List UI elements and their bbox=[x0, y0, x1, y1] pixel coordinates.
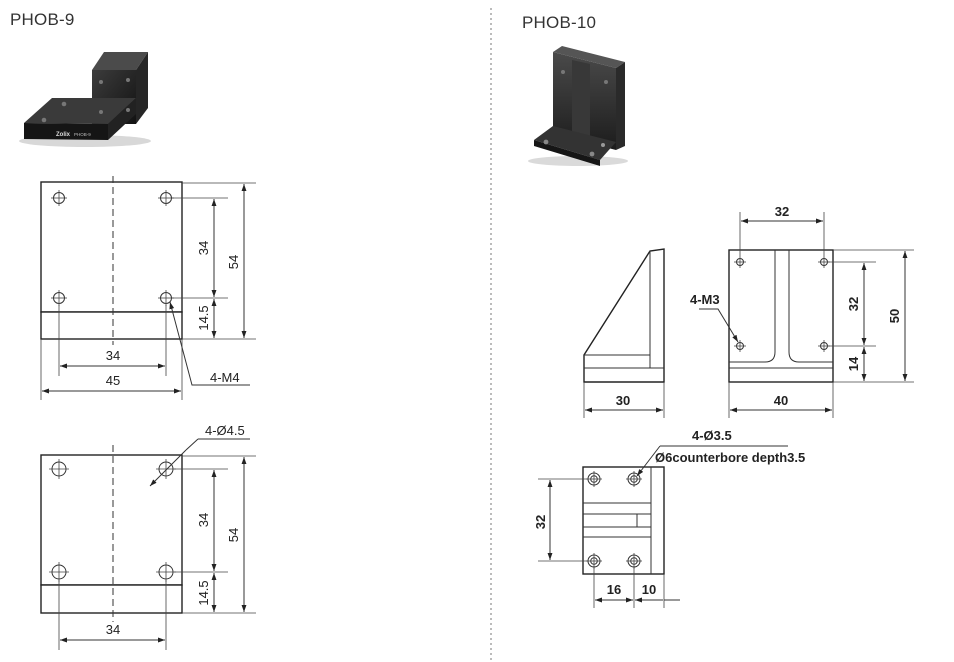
photo-brand-text: Zolix bbox=[56, 132, 71, 138]
phob-9-top-view: 34 14.5 54 34 45 4-M4 bbox=[40, 176, 256, 400]
dim-14-5: 14.5 bbox=[196, 305, 211, 330]
dim-45: 45 bbox=[106, 373, 120, 388]
phob-10-front-view: 32 4-M3 32 14 50 40 bbox=[690, 204, 914, 418]
phob-9-photo: Zolix PHOB-9 bbox=[19, 52, 151, 147]
dim-50: 50 bbox=[887, 309, 902, 323]
phob-9-title: PHOB-9 bbox=[10, 10, 75, 29]
dim-54: 54 bbox=[226, 528, 241, 542]
counterbore-hole-icon bbox=[626, 553, 642, 569]
dim-34-horizontal: 34 bbox=[106, 348, 120, 363]
through-hole-icon bbox=[156, 459, 176, 479]
photo-model-text: PHOB-9 bbox=[74, 132, 91, 137]
dim-14: 14 bbox=[846, 356, 861, 371]
dim-30: 30 bbox=[616, 393, 630, 408]
phob-9-bottom-view: 4-Ø4.5 34 14.5 54 34 bbox=[40, 423, 256, 650]
thread-hole-icon bbox=[734, 256, 746, 268]
hole-label-4-dia-3-5: 4-Ø3.5 bbox=[692, 428, 732, 443]
dim-32-vertical: 32 bbox=[846, 297, 861, 311]
phob-10-photo bbox=[528, 46, 628, 166]
hole-label-4-dia-4-5: 4-Ø4.5 bbox=[205, 423, 245, 438]
thread-label-4-m3: 4-M3 bbox=[690, 292, 720, 307]
through-hole-icon bbox=[49, 459, 69, 479]
dim-40: 40 bbox=[774, 393, 788, 408]
dim-32-vertical: 32 bbox=[533, 515, 548, 529]
thread-label-4-m4: 4-M4 bbox=[210, 370, 240, 385]
through-hole-icon bbox=[156, 562, 176, 582]
counterbore-hole-icon bbox=[626, 471, 642, 487]
thread-hole-icon bbox=[158, 190, 174, 206]
dim-34-vertical: 34 bbox=[196, 513, 211, 527]
dim-54: 54 bbox=[226, 255, 241, 269]
thread-hole-icon bbox=[51, 190, 67, 206]
thread-hole-icon bbox=[734, 340, 746, 352]
dim-34-vertical: 34 bbox=[196, 241, 211, 255]
dim-10: 10 bbox=[642, 582, 656, 597]
thread-hole-icon bbox=[51, 290, 67, 306]
dim-32-top: 32 bbox=[775, 204, 789, 219]
dim-34-horizontal: 34 bbox=[106, 622, 120, 637]
phob-10-bottom-view: 4-Ø3.5 Ø6counterbore depth3.5 32 16 10 bbox=[533, 428, 805, 608]
counterbore-label: Ø6counterbore depth3.5 bbox=[655, 450, 805, 465]
dim-16: 16 bbox=[607, 582, 621, 597]
through-hole-icon bbox=[49, 562, 69, 582]
dim-14-5: 14.5 bbox=[196, 580, 211, 605]
phob-10-side-view: 30 bbox=[583, 248, 665, 418]
phob-10-title: PHOB-10 bbox=[522, 13, 597, 32]
thread-hole-icon bbox=[158, 290, 174, 306]
